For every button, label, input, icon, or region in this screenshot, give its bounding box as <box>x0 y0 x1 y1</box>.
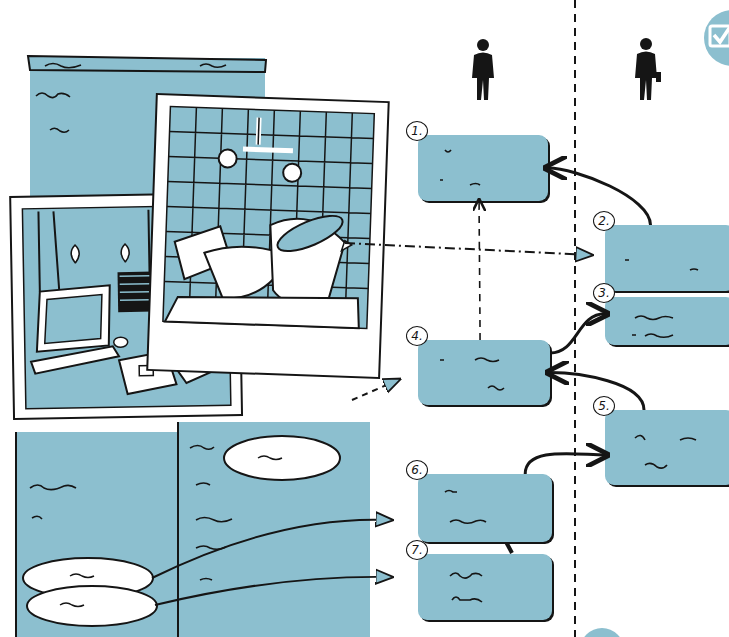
flow-arrow <box>550 314 605 353</box>
flow-arrow <box>550 373 644 411</box>
callout-number: 5. <box>593 396 615 416</box>
flow-arrow <box>548 168 651 225</box>
process-box: 3. <box>605 297 729 345</box>
process-box: 2. <box>605 225 729 291</box>
callout-number: 3. <box>593 283 615 303</box>
lane-divider <box>574 0 576 637</box>
flow-arrow <box>478 201 481 340</box>
sink-photo <box>147 94 388 378</box>
badge-circle <box>580 628 624 637</box>
check-badge <box>704 10 729 66</box>
process-box: 7. <box>418 554 552 620</box>
process-box: 6. <box>418 474 552 542</box>
callout-number: 2. <box>593 211 615 231</box>
person-icon <box>635 38 661 100</box>
photo-pointer <box>352 380 398 400</box>
document-panel <box>16 422 390 637</box>
callout-number: 1. <box>406 121 428 141</box>
process-box: 1. <box>418 135 548 201</box>
process-box: 4. <box>418 340 550 405</box>
flow-arrow <box>525 454 605 474</box>
callout-number: 7. <box>406 540 428 560</box>
photo-pointer <box>345 243 590 255</box>
person-icon <box>472 39 494 100</box>
process-box: 5. <box>605 410 729 485</box>
callout-number: 6. <box>406 460 428 480</box>
callout-number: 4. <box>406 326 428 346</box>
